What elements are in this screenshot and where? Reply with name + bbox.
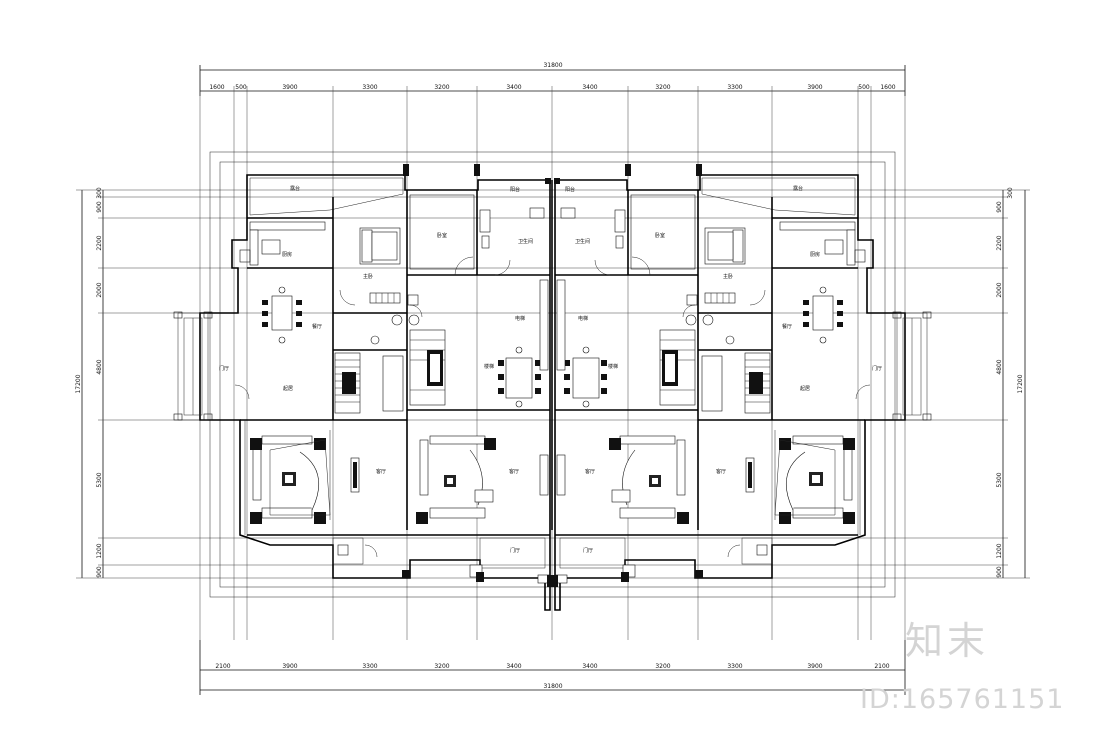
room-label-living-inner: 客厅 bbox=[509, 468, 519, 475]
room-labels-left: 露台 厨房 主卧 卧室 卫生间 阳台 餐厅 起居 门厅 电梯 楼梯 客厅 客厅 … bbox=[219, 185, 533, 554]
room-label-entry: 门厅 bbox=[219, 365, 229, 372]
room-labels-right: 露台 厨房 主卧 卧室 卫生间 阳台 餐厅 起居 门厅 电梯 楼梯 客厅 客厅 … bbox=[565, 185, 882, 554]
room-label-balcony-r: 阳台 bbox=[565, 186, 575, 193]
left-dim-6: 5300 bbox=[96, 472, 103, 487]
bottom-dim-8: 3300 bbox=[727, 663, 742, 670]
room-label-kitchen-r: 厨房 bbox=[810, 251, 820, 258]
top-dim-3: 3900 bbox=[282, 84, 297, 91]
bottom-dim-4: 3200 bbox=[434, 663, 449, 670]
room-label-porch-r: 门厅 bbox=[583, 547, 593, 554]
room-label-elevator: 电梯 bbox=[515, 315, 525, 322]
watermark-id: ID:165761151 bbox=[860, 684, 1065, 715]
room-label-entry-r: 门厅 bbox=[872, 365, 882, 372]
top-dim-6: 3400 bbox=[506, 84, 521, 91]
bottom-dim-2: 3900 bbox=[282, 663, 297, 670]
room-label-bath-r: 卫生间 bbox=[575, 238, 590, 245]
right-dim-3: 2200 bbox=[996, 235, 1003, 250]
bottom-dimension-chain: 31800 2100 3900 3300 3200 3400 3400 3200… bbox=[199, 640, 906, 695]
room-label-kitchen: 厨房 bbox=[282, 251, 292, 258]
room-label-bedroom: 卧室 bbox=[437, 232, 447, 239]
watermark-brand: 知末 bbox=[905, 619, 990, 663]
left-dim-2: 900 bbox=[96, 201, 103, 213]
bottom-dim-10: 2100 bbox=[874, 663, 889, 670]
room-label-master-bed: 主卧 bbox=[363, 273, 373, 280]
top-dim-1: 1600 bbox=[209, 84, 224, 91]
room-label-master-bed-r: 主卧 bbox=[723, 273, 733, 280]
room-label-dining: 餐厅 bbox=[312, 323, 322, 330]
left-dim-8: 900 bbox=[96, 566, 103, 578]
top-dim-7: 3400 bbox=[582, 84, 597, 91]
top-overall-dim: 31800 bbox=[543, 62, 562, 69]
right-overall-dim: 17200 bbox=[1017, 374, 1024, 393]
right-dim-1: 300 bbox=[1007, 187, 1014, 199]
room-label-living-r: 客厅 bbox=[716, 468, 726, 475]
top-dim-9: 3300 bbox=[727, 84, 742, 91]
bottom-dim-9: 3900 bbox=[807, 663, 822, 670]
room-label-living: 客厅 bbox=[376, 468, 386, 475]
top-dim-12: 1600 bbox=[880, 84, 895, 91]
left-dim-7: 1200 bbox=[96, 543, 103, 558]
bottom-dim-6: 3400 bbox=[582, 663, 597, 670]
right-dim-7: 1200 bbox=[996, 543, 1003, 558]
bottom-overall-dim: 31800 bbox=[543, 683, 562, 690]
left-unit-plan bbox=[173, 164, 555, 611]
right-dim-2: 900 bbox=[996, 201, 1003, 213]
right-unit-plan bbox=[549, 163, 932, 611]
room-label-stair: 楼梯 bbox=[484, 363, 494, 370]
bottom-dim-3: 3300 bbox=[362, 663, 377, 670]
right-dimension-chain: 17200 300 900 2200 2000 4800 5300 1200 9… bbox=[996, 187, 1026, 578]
left-overall-dim: 17200 bbox=[75, 374, 82, 393]
left-dim-5: 4800 bbox=[96, 359, 103, 374]
room-label-lounge: 起居 bbox=[283, 386, 293, 392]
left-dim-4: 2000 bbox=[96, 282, 103, 297]
top-dim-8: 3200 bbox=[655, 84, 670, 91]
room-label-elevator-r: 电梯 bbox=[578, 315, 588, 322]
room-label-porch: 门厅 bbox=[510, 547, 520, 554]
top-dim-2: 500 bbox=[235, 84, 247, 91]
room-label-terrace: 露台 bbox=[290, 185, 300, 192]
right-dim-5: 4800 bbox=[996, 359, 1003, 374]
left-dim-1: 300 bbox=[96, 187, 103, 199]
room-label-stair-r: 楼梯 bbox=[608, 363, 618, 370]
room-label-balcony: 阳台 bbox=[510, 186, 520, 193]
room-label-bath: 卫生间 bbox=[518, 238, 533, 245]
bottom-dim-1: 2100 bbox=[215, 663, 230, 670]
room-label-lounge-r: 起居 bbox=[800, 386, 810, 392]
room-label-bedroom-r: 卧室 bbox=[655, 232, 665, 239]
right-dim-6: 5300 bbox=[996, 472, 1003, 487]
left-dim-3: 2200 bbox=[96, 235, 103, 250]
room-label-terrace-r: 露台 bbox=[793, 185, 803, 192]
bottom-dim-7: 3200 bbox=[655, 663, 670, 670]
top-dim-4: 3300 bbox=[362, 84, 377, 91]
room-label-dining-r: 餐厅 bbox=[782, 323, 792, 330]
right-dim-8: 900 bbox=[996, 566, 1003, 578]
top-dim-5: 3200 bbox=[434, 84, 449, 91]
right-dim-4: 2000 bbox=[996, 282, 1003, 297]
top-dim-11: 500 bbox=[858, 84, 870, 91]
bottom-dim-5: 3400 bbox=[506, 663, 521, 670]
room-label-living-inner-r: 客厅 bbox=[585, 468, 595, 475]
top-dim-10: 3900 bbox=[807, 84, 822, 91]
